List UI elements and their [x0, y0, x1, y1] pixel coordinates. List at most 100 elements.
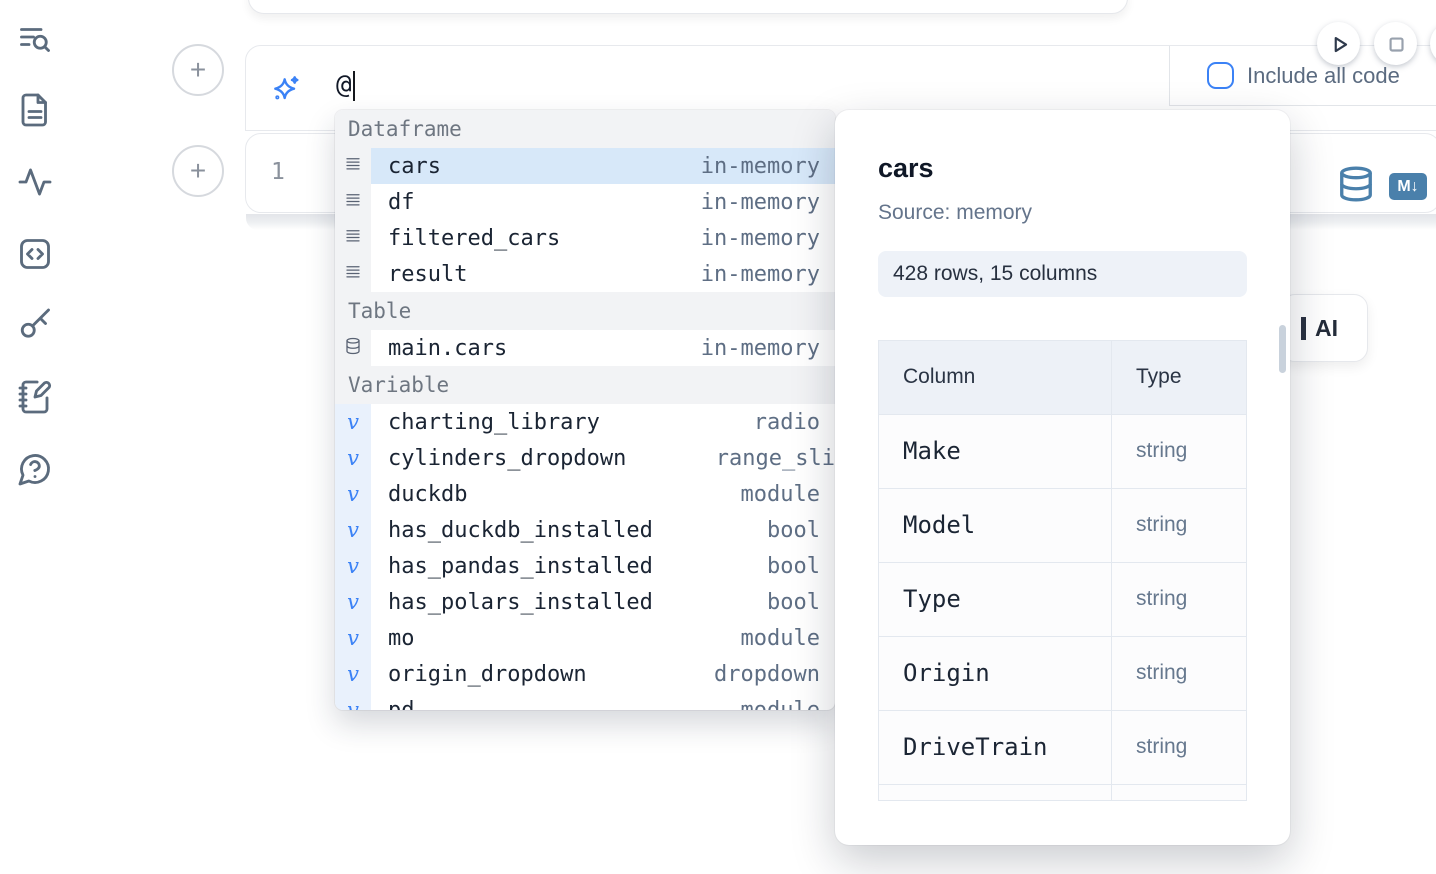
item-name: has_duckdb_installed — [388, 517, 653, 543]
clipped-text-fragment — [1301, 316, 1306, 340]
stop-cell-button[interactable] — [1374, 22, 1417, 65]
shape-badge: 428 rows, 15 columns — [878, 250, 1247, 297]
variable-icon: v — [347, 625, 359, 650]
run-cell-button[interactable] — [1317, 22, 1360, 65]
activity-icon[interactable] — [17, 164, 53, 200]
autocomplete-dropdown: Dataframe v — [335, 110, 835, 710]
sidebar — [0, 0, 70, 874]
database-icon[interactable] — [1337, 165, 1375, 203]
notebook-pen-icon[interactable] — [17, 379, 53, 415]
table-database-icon — [344, 337, 362, 360]
item-name: df — [388, 189, 415, 215]
more-run-button[interactable] — [1430, 22, 1436, 65]
autocomplete-section: Variable v — [335, 366, 835, 710]
item-type: in-memory — [700, 225, 820, 251]
item-type: bool — [767, 589, 820, 615]
variable-icon: v — [347, 553, 359, 578]
column-name: DriveTrain — [903, 733, 1048, 762]
item-name: result — [388, 261, 468, 287]
ai-button-label: AI — [1315, 314, 1338, 341]
item-type: radio — [753, 409, 820, 435]
column-type: string — [1136, 735, 1188, 759]
variable-icon: v — [347, 409, 359, 434]
dataframe-icon — [344, 191, 362, 214]
autocomplete-item[interactable]: v cylinders_dropdown range_sli — [335, 440, 835, 476]
autocomplete-item[interactable]: v has_polars_installed bool — [335, 584, 835, 620]
autocomplete-item[interactable]: v mo module — [335, 620, 835, 656]
line-number: 1 — [271, 159, 285, 185]
sparkles-icon — [270, 74, 302, 106]
item-name: cars — [388, 153, 441, 179]
schema-table-row: Model string — [879, 488, 1246, 563]
include-all-code-label: Include all code — [1247, 62, 1400, 88]
autocomplete-section-header: Variable — [335, 366, 835, 404]
item-name: mo — [388, 625, 415, 651]
item-type: module — [740, 697, 820, 711]
preview-title: cars — [878, 153, 934, 183]
ai-button[interactable]: AI — [1281, 294, 1368, 362]
schema-table-row: Type string — [879, 562, 1246, 637]
preview-source: Source: memory — [878, 200, 1033, 224]
column-name: Make — [903, 437, 961, 466]
variable-icon: v — [347, 445, 359, 470]
autocomplete-item[interactable]: v cars in-memory — [335, 148, 835, 184]
autocomplete-item[interactable]: v result in-memory — [335, 256, 835, 292]
schema-table: Column Type Make string Model string Typ… — [878, 339, 1247, 801]
column-header: Column — [879, 340, 1112, 414]
item-type: in-memory — [700, 335, 820, 361]
item-name: duckdb — [388, 481, 468, 507]
column-name: Origin — [903, 659, 990, 688]
add-cell-button-bottom[interactable]: + — [172, 145, 224, 197]
list-search-icon[interactable] — [17, 22, 53, 58]
autocomplete-item[interactable]: v filtered_cars in-memory — [335, 220, 835, 256]
help-chat-icon[interactable] — [17, 451, 53, 487]
autocomplete-item[interactable]: v df in-memory — [335, 184, 835, 220]
autocomplete-item[interactable]: v origin_dropdown dropdown — [335, 656, 835, 692]
add-cell-button-top[interactable]: + — [172, 44, 224, 96]
item-name: filtered_cars — [388, 225, 561, 251]
include-all-code-checkbox[interactable] — [1207, 62, 1234, 89]
autocomplete-item[interactable]: v has_duckdb_installed bool — [335, 512, 835, 548]
column-name: Type — [903, 585, 961, 614]
variable-icon: v — [347, 589, 359, 614]
markdown-export-icon[interactable]: M↓ — [1389, 173, 1427, 200]
key-icon[interactable] — [17, 307, 53, 343]
previous-cell-edge — [248, 0, 1128, 14]
item-type: module — [740, 625, 820, 651]
autocomplete-item[interactable]: v charting_library radio — [335, 404, 835, 440]
item-type: dropdown — [714, 661, 820, 687]
text-caret — [352, 70, 356, 101]
schema-table-header: Column Type — [879, 340, 1246, 415]
popup-scrollbar-thumb[interactable] — [1279, 325, 1286, 373]
schema-table-row: DriveTrain string — [879, 710, 1246, 785]
column-type: string — [1136, 661, 1188, 685]
item-type: bool — [767, 517, 820, 543]
autocomplete-section-header: Table — [335, 292, 835, 330]
schema-table-row: Make string — [879, 414, 1246, 489]
autocomplete-item[interactable]: v has_pandas_installed bool — [335, 548, 835, 584]
dataframe-icon — [344, 227, 362, 250]
dataframe-icon — [344, 263, 362, 286]
item-name: has_pandas_installed — [388, 553, 653, 579]
dataframe-preview-popup: cars Source: memory 428 rows, 15 columns… — [835, 110, 1290, 845]
autocomplete-item[interactable]: v pd module — [335, 692, 835, 710]
file-text-icon[interactable] — [17, 92, 53, 128]
autocomplete-item[interactable]: v main.cars in-memory — [335, 330, 835, 366]
column-name: Model — [903, 511, 976, 540]
item-name: has_polars_installed — [388, 589, 653, 615]
item-name: cylinders_dropdown — [388, 445, 627, 471]
item-name: origin_dropdown — [388, 661, 587, 687]
prompt-typed-text: @ — [336, 70, 356, 101]
autocomplete-section-header: Dataframe — [335, 110, 835, 148]
variable-icon: v — [347, 697, 359, 710]
include-all-code-panel: Include all code — [1169, 46, 1436, 106]
autocomplete-section: Dataframe v — [335, 110, 835, 292]
schema-table-row — [879, 784, 1246, 800]
column-type: string — [1136, 513, 1188, 537]
item-name: charting_library — [388, 409, 600, 435]
item-name: pd — [388, 697, 415, 711]
item-type: in-memory — [700, 153, 820, 179]
autocomplete-item[interactable]: v duckdb module — [335, 476, 835, 512]
item-type: module — [740, 481, 820, 507]
code-snippet-icon[interactable] — [17, 236, 53, 272]
